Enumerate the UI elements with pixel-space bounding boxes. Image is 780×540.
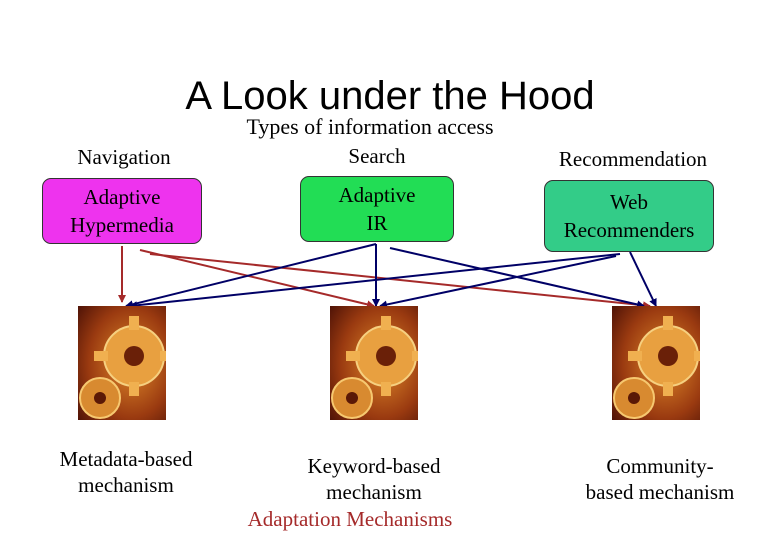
gear-icon <box>78 306 166 420</box>
arrow-hypermedia-to-community <box>149 253 651 310</box>
adaptive-ir-box: Adaptive IR <box>300 176 454 242</box>
arrow-recommenders-to-keyword <box>379 255 617 309</box>
arrow-ir-to-metadata <box>125 243 377 309</box>
arrow-recommenders-to-community <box>629 251 657 307</box>
heading-recommendation: Recommendation <box>558 147 708 171</box>
slide-title: A Look under the Hood <box>185 74 595 118</box>
heading-search: Search <box>348 144 406 168</box>
adaptive-hypermedia-box: Adaptive Hypermedia <box>42 178 202 244</box>
keyword-mechanism-label: Keyword-based mechanism <box>307 454 441 504</box>
gear-icon <box>330 306 418 420</box>
heading-navigation: Navigation <box>77 145 171 169</box>
arrow-recommenders-to-metadata <box>129 253 621 310</box>
community-mechanism-label: Community- based mechanism <box>585 454 735 504</box>
gear-icon <box>612 306 700 420</box>
web-recommenders-box: Web Recommenders <box>544 180 714 252</box>
metadata-mechanism-label: Metadata-based mechanism <box>59 447 193 497</box>
arrow-hypermedia-to-keyword <box>139 249 375 309</box>
subtitle: Types of information access <box>246 114 494 139</box>
footer-caption: Adaptation Mechanisms <box>247 507 453 531</box>
